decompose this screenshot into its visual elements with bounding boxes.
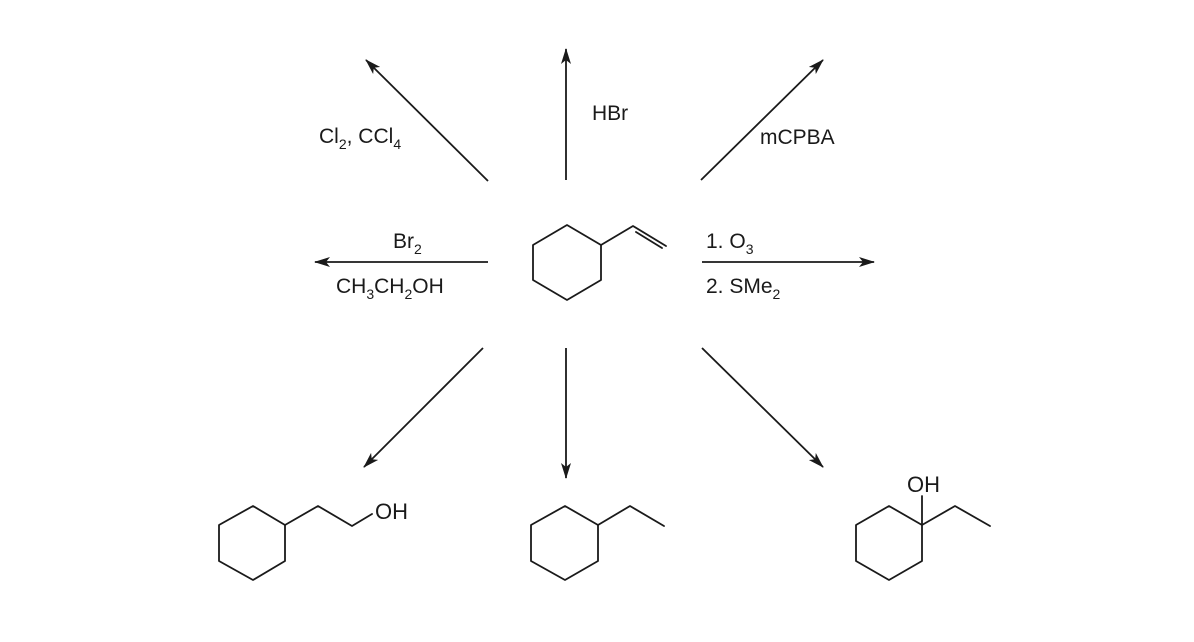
product-primary-alcohol: OH bbox=[218, 499, 408, 581]
reagent-hbr: HBr bbox=[592, 102, 628, 125]
reagent-sme2: 2. SMe2 bbox=[706, 275, 781, 302]
product-ethylcyclohexane bbox=[530, 505, 665, 581]
arrow-up-right bbox=[700, 59, 824, 181]
arrow-down-right bbox=[701, 347, 824, 468]
hydroxyl-label: OH bbox=[375, 499, 408, 524]
cyclohexane-ring bbox=[530, 505, 599, 581]
hydroxyl-label: OH bbox=[907, 472, 940, 497]
cyclohexane-ring bbox=[532, 224, 602, 301]
ethyl-chain bbox=[597, 505, 665, 527]
product-tertiary-alcohol: OH bbox=[855, 472, 991, 581]
starting-material-vinylcyclohexane bbox=[532, 224, 667, 301]
reagent-mcpba: mCPBA bbox=[760, 126, 835, 149]
cyclohexane-ring bbox=[218, 505, 286, 581]
reagent-cl2-ccl4: Cl2, CCl4 bbox=[319, 125, 401, 152]
ethanol-chain bbox=[284, 505, 373, 527]
reagent-ethanol: CH3CH2OH bbox=[336, 275, 444, 302]
arrow-up-left bbox=[365, 59, 489, 182]
reagent-ozone: 1. O3 bbox=[706, 230, 754, 257]
reagent-br2: Br2 bbox=[393, 230, 422, 257]
vinyl-chain bbox=[600, 225, 667, 247]
vinyl-double-bond bbox=[635, 231, 663, 249]
cyclohexane-ring bbox=[855, 505, 923, 581]
ethyl-chain bbox=[921, 505, 991, 527]
arrow-down-left bbox=[363, 347, 484, 468]
